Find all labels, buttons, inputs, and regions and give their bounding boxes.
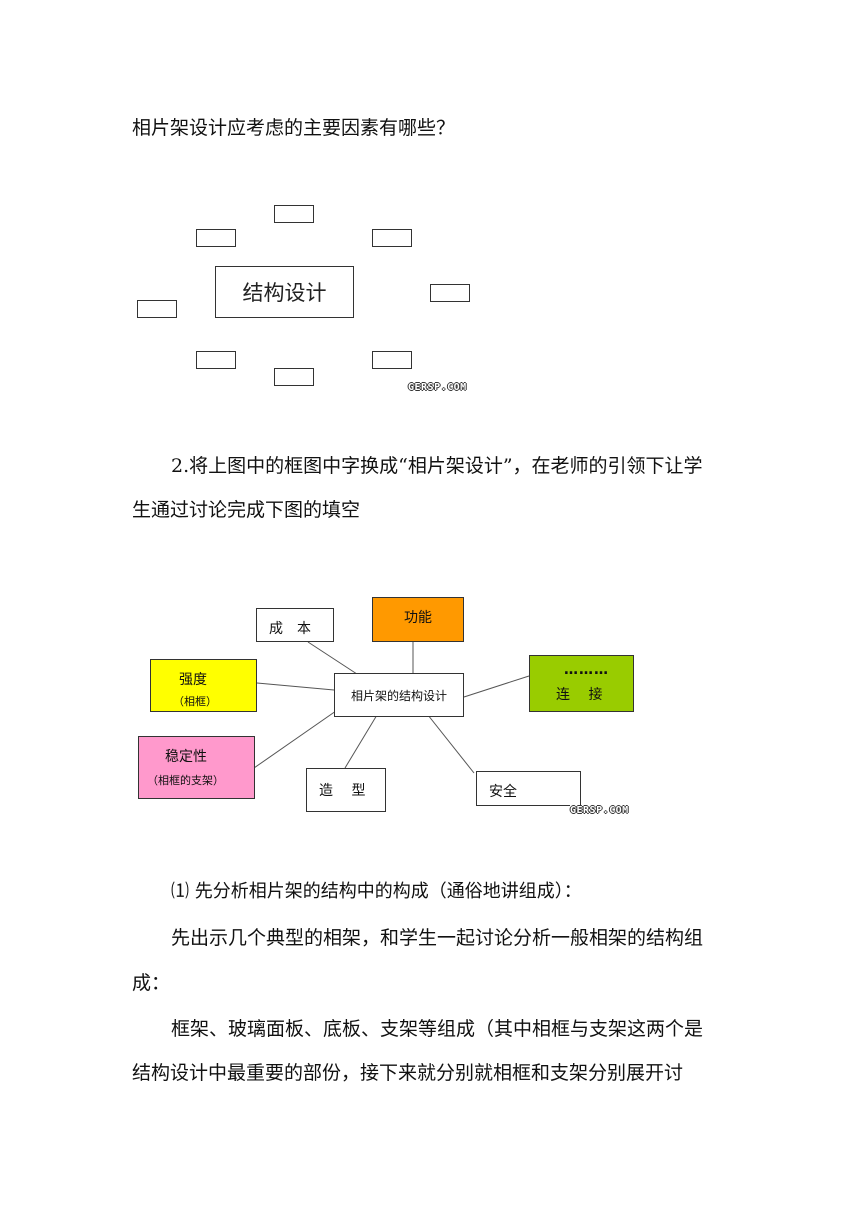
box-shape-label: 造 型	[319, 783, 366, 799]
box-safety-label: 安全	[489, 784, 517, 800]
intro-question: 相片架设计应考虑的主要因素有哪些？	[132, 117, 456, 139]
empty-box-bottom	[274, 368, 314, 386]
box-strength: 强度 （相框）	[150, 659, 257, 712]
watermark-1: GERSP.COM	[408, 382, 467, 393]
empty-box-left	[137, 300, 177, 318]
empty-box-top	[274, 205, 314, 223]
empty-box-bottom-left	[196, 351, 236, 369]
box-connect-label: 连 接	[556, 687, 603, 703]
box-stability-label: 稳定性	[165, 749, 207, 765]
watermark-2: GERSP.COM	[570, 805, 629, 816]
box-strength-sublabel: （相框）	[173, 695, 217, 708]
box-stability-sublabel: （相框的支架）	[147, 774, 224, 787]
box-connect-dots: ………	[564, 662, 609, 678]
box-cost-label: 成 本	[269, 621, 311, 637]
box-cost: 成 本	[256, 608, 334, 642]
box-strength-label: 强度	[179, 672, 207, 688]
step2-line1: 2.将上图中的框图中字换成“相片架设计”，在老师的引领下让学	[171, 455, 703, 477]
center-box-photo-frame: 相片架的结构设计	[334, 673, 464, 717]
box-function-label: 功能	[404, 610, 432, 626]
empty-box-top-right	[372, 229, 412, 247]
paragraph-2-line2: 成：	[132, 972, 171, 994]
paragraph-2-line1: 先出示几个典型的相架，和学生一起讨论分析一般相架的结构组	[171, 927, 704, 949]
empty-box-bottom-right	[372, 351, 412, 369]
paragraph-3-line2: 结构设计中最重要的部份，接下来就分别就相框和支架分别展开讨	[132, 1062, 684, 1084]
empty-box-right	[430, 284, 470, 302]
paragraph-3-line1: 框架、玻璃面板、底板、支架等组成（其中相框与支架这两个是	[171, 1018, 704, 1040]
empty-box-top-left	[196, 229, 236, 247]
box-connect: ……… 连 接	[529, 655, 634, 712]
box-shape: 造 型	[306, 768, 386, 812]
center-box-structure-design: 结构设计	[215, 266, 354, 318]
center-box-photo-frame-label: 相片架的结构设计	[350, 688, 447, 703]
box-function: 功能	[372, 597, 464, 642]
center-box-label: 结构设计	[242, 281, 327, 305]
box-stability: 稳定性 （相框的支架）	[138, 736, 255, 799]
paragraph-1: ⑴ 先分析相片架的结构中的构成（通俗地讲组成）：	[171, 881, 582, 902]
step2-line2: 生通过讨论完成下图的填空	[132, 499, 361, 521]
box-safety: 安全	[476, 771, 581, 806]
